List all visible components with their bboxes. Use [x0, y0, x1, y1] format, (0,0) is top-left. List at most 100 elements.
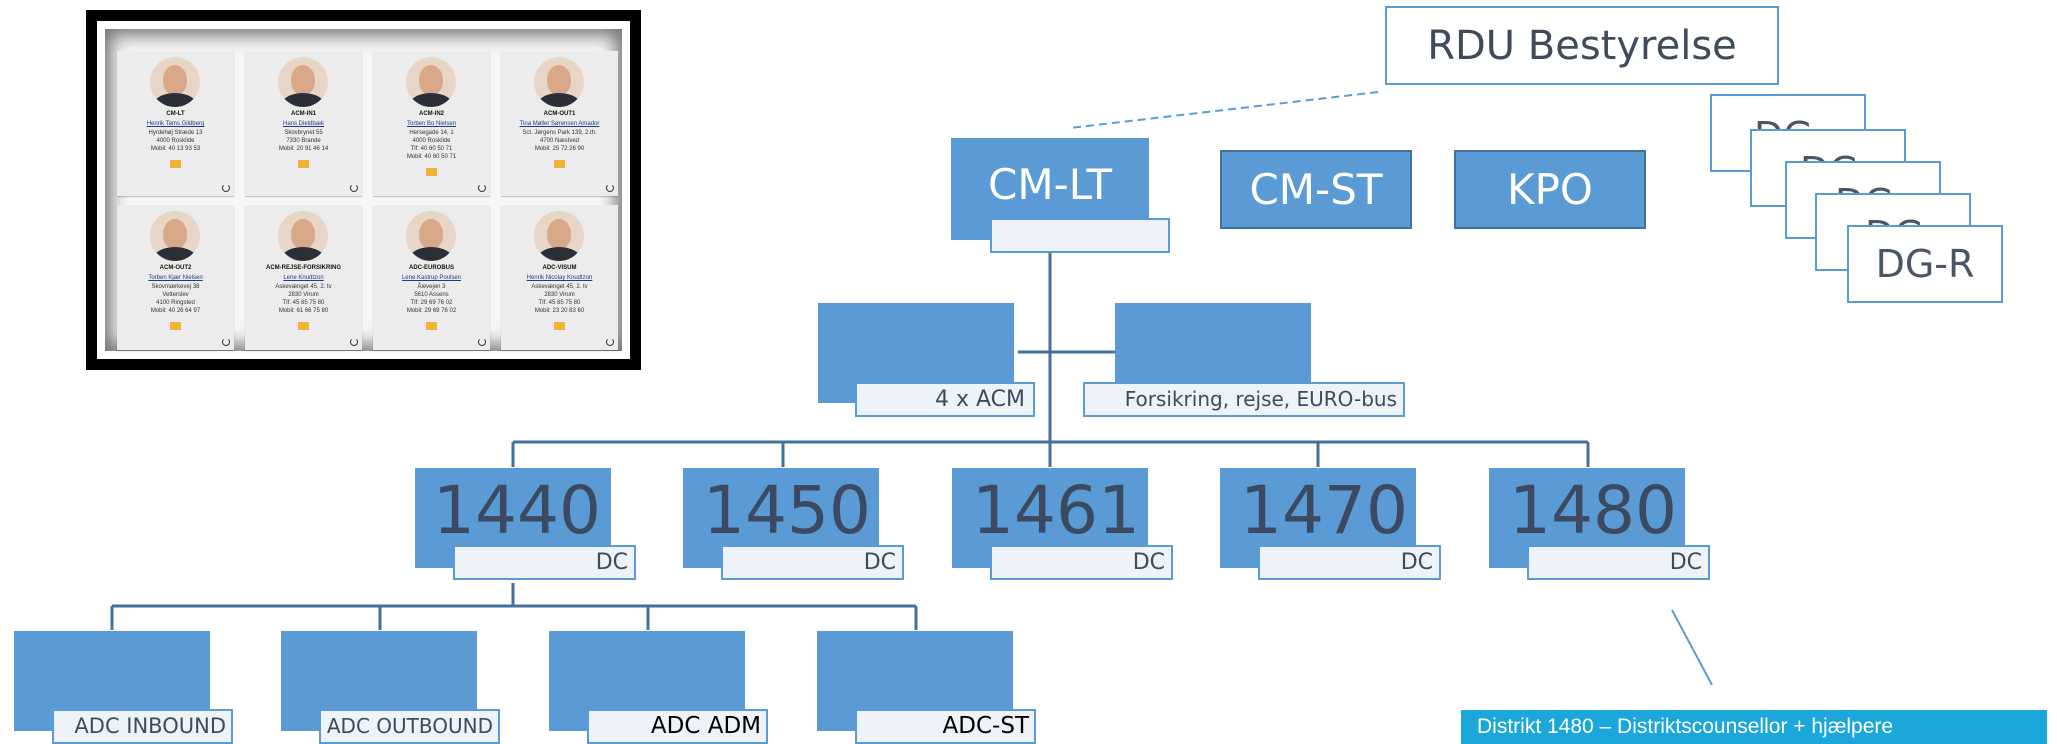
member-detail-line: Askevænget 45, 2. tv [531, 284, 588, 290]
refresh-icon[interactable] [222, 184, 230, 192]
board-dashed-link [1069, 91, 1379, 129]
refresh-icon[interactable] [478, 338, 486, 346]
member-name-link[interactable]: Henrik Nicolay Knudtzon [526, 275, 593, 281]
kpo-label: KPO [1507, 165, 1593, 214]
member-name-link[interactable]: Henrik Tams Gildberg [146, 121, 205, 127]
member-detail-line: Mobil: 61 66 75 80 [278, 308, 329, 314]
member-detail-line: Tlf: 45 85 75 80 [538, 300, 581, 306]
adc-label-outbound: ADC OUTBOUND [319, 709, 500, 744]
mail-icon[interactable] [426, 168, 437, 176]
district-tag-1440: DC [453, 545, 636, 580]
refresh-icon[interactable] [222, 338, 230, 346]
member-role: ACM-IN1 [291, 111, 316, 117]
adc-label-adm: ADC ADM [587, 709, 768, 744]
member-name-link[interactable]: Tina Møller Sørensen Amador [519, 121, 600, 127]
acm-label-right: Forsikring, rejse, EURO-bus [1083, 382, 1405, 417]
board-title: RDU Bestyrelse [1427, 22, 1737, 69]
member-role: ACM-OUT2 [159, 265, 192, 271]
adc-label-inbound: ADC INBOUND [52, 709, 233, 744]
mail-icon[interactable] [426, 322, 437, 330]
member-detail-line: Skovbrynet 55 [284, 130, 323, 136]
cm-lt-label: CM-LT [988, 160, 1112, 209]
avatar [150, 211, 200, 261]
district-number-1470: 1470 [1240, 472, 1408, 549]
district-number-1440: 1440 [433, 472, 601, 549]
member-name-link[interactable]: Lene Knudtzon [283, 275, 324, 281]
member-detail-line: Mobil: 40 13 93 53 [150, 146, 201, 152]
member-detail-line: Mobil: 20 91 46 14 [278, 146, 329, 152]
refresh-icon[interactable] [606, 184, 614, 192]
district-caption-bar: Distrikt 1480 – Distriktscounsellor + hj… [1461, 710, 2047, 744]
member-detail-line: Skovmærkevej 38 [151, 284, 200, 290]
district-caption: Distrikt 1480 – Distriktscounsellor + hj… [1477, 715, 1894, 738]
cm-st-label: CM-ST [1249, 165, 1383, 214]
avatar [406, 57, 456, 107]
member-name-link[interactable]: Torben Bo Nielsen [406, 121, 457, 127]
mail-icon[interactable] [170, 322, 181, 330]
district-tag-1480: DC [1527, 545, 1710, 580]
member-detail-line: 4000 Roskilde [156, 138, 195, 144]
cm-st-box: CM-ST [1220, 150, 1412, 229]
member-name-link[interactable]: Torben Kjær Nielsen [148, 275, 203, 281]
district-tag-1470: DC [1258, 545, 1441, 580]
member-role: ADC-VISUM [542, 265, 577, 271]
member-role: ADC-EUROBUS [409, 265, 454, 271]
adc-label-st: ADC-ST [855, 709, 1036, 744]
mail-icon[interactable] [170, 160, 181, 168]
district-number-1480: 1480 [1509, 472, 1677, 549]
district-number-1461: 1461 [972, 472, 1140, 549]
member-detail-line: Mobil: 40 60 50 71 [406, 154, 457, 160]
mail-icon[interactable] [554, 322, 565, 330]
member-detail-line: Ålevejen 3 [417, 284, 446, 290]
member-detail-line: 4100 Ringsted [156, 300, 195, 306]
member-role: ACM-OUT1 [543, 111, 576, 117]
district-number-1450: 1450 [703, 472, 871, 549]
acm-label-left: 4 x ACM [855, 382, 1035, 417]
district-tag-1450: DC [721, 545, 904, 580]
mail-icon[interactable] [298, 322, 309, 330]
member-detail-line: Vetterslev [162, 292, 189, 298]
member-detail-line: Mobil: 25 72 26 90 [534, 146, 585, 152]
avatar [406, 211, 456, 261]
member-role: ACM-IN2 [419, 111, 444, 117]
mail-icon[interactable] [554, 160, 565, 168]
caption-pointer [1671, 609, 1713, 686]
refresh-icon[interactable] [478, 184, 486, 192]
member-detail-line: 7330 Brande [286, 138, 321, 144]
member-name-link[interactable]: Hans Dieldbæk [282, 121, 325, 127]
refresh-icon[interactable] [350, 338, 358, 346]
avatar [278, 57, 328, 107]
acm-box-right [1115, 303, 1311, 383]
avatar [534, 57, 584, 107]
mail-icon[interactable] [298, 160, 309, 168]
avatar [150, 57, 200, 107]
member-name-link[interactable]: Lene Kastrup Poulsen [401, 275, 462, 281]
member-detail-line: Tlf: 45 85 75 80 [282, 300, 325, 306]
member-detail-line: Askevænget 45, 2. tv [275, 284, 332, 290]
member-role: CM-LT [166, 111, 185, 117]
refresh-icon[interactable] [350, 184, 358, 192]
refresh-icon[interactable] [606, 338, 614, 346]
member-detail-line: Tlf: 40 60 50 71 [410, 146, 453, 152]
avatar [534, 211, 584, 261]
member-detail-line: Mobil: 40 26 64 97 [150, 308, 201, 314]
member-detail-line: 4000 Roskilde [412, 138, 451, 144]
member-role: ACM-REJSE-FORSIKRING [265, 265, 341, 271]
member-detail-line: Mobil: 29 69 76 02 [406, 308, 457, 314]
district-tag-1461: DC [990, 545, 1173, 580]
board-box: RDU Bestyrelse [1385, 6, 1779, 85]
member-detail-line: Sct. Jørgens Park 139, 2.th. [522, 130, 597, 136]
member-detail-line: 5610 Assens [414, 292, 449, 298]
member-detail-line: Hersegade 14, 1 [409, 130, 454, 136]
member-detail-line: Hyrdehøj Stræde 13 [148, 130, 203, 136]
